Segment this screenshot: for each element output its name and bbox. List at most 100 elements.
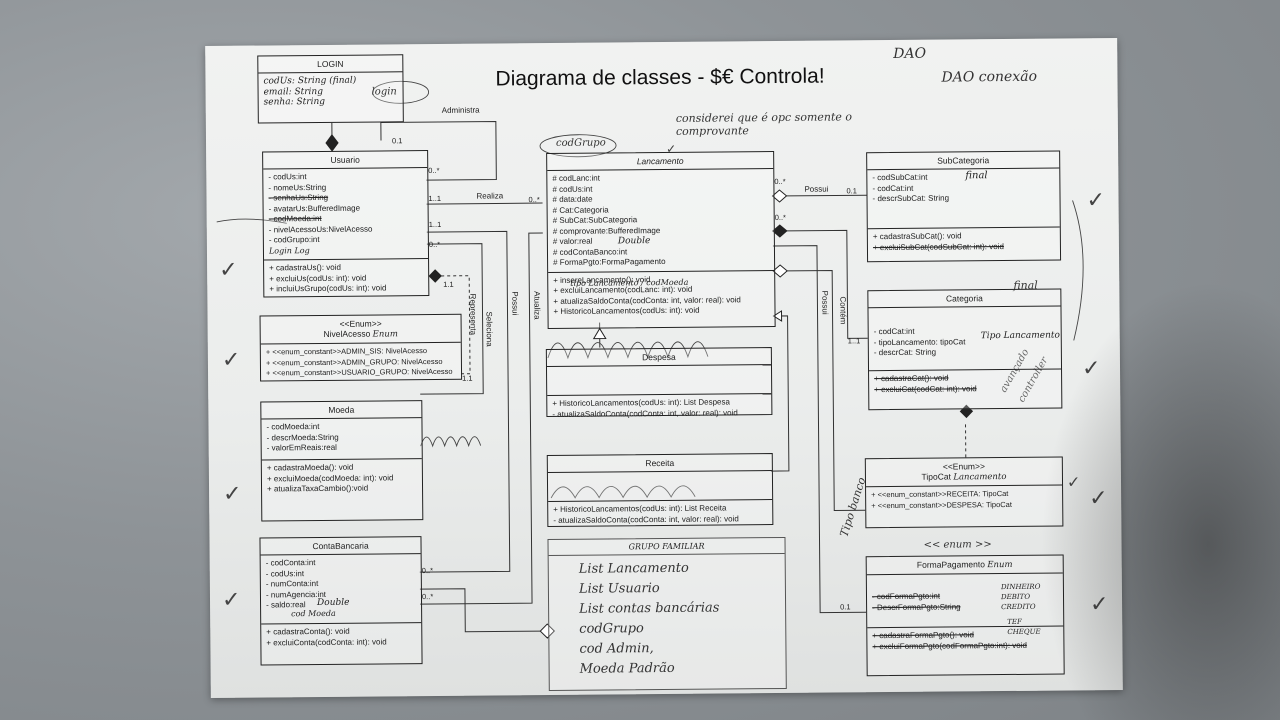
rel-possui-subcat: Possui xyxy=(804,184,829,194)
grupo-line xyxy=(419,588,541,633)
login-diamond xyxy=(325,134,339,152)
conta-hand: Double xyxy=(316,597,350,609)
note-consider: considerei que é opc somente o comprovan… xyxy=(675,110,853,138)
contem-line xyxy=(772,229,868,339)
forma-hand-val: TEF xyxy=(1007,617,1022,627)
rel-representa: Representa xyxy=(468,293,478,336)
mult: 0.1 xyxy=(840,602,851,612)
login-hand: login xyxy=(371,86,397,98)
realiza-line xyxy=(426,202,543,205)
class-login-name: LOGIN xyxy=(258,55,403,74)
class-despesa: Despesa + HistoricoLancamentos(codUs: in… xyxy=(545,347,773,419)
check-mark: ✓ xyxy=(1086,188,1106,214)
mult: 0..* xyxy=(428,165,440,176)
conta-hand2: cod Moeda xyxy=(291,608,336,619)
check-mark: ✓ xyxy=(1066,472,1081,492)
usuario-hand-extra: Login Log xyxy=(268,245,310,255)
mult: 1.1 xyxy=(443,279,454,289)
forma-hand-val: DEBITO xyxy=(1000,592,1031,602)
check-mark: ✓ xyxy=(666,141,677,156)
check-mark: ✓ xyxy=(1089,486,1108,512)
class-categoria-name: Categoria xyxy=(868,289,1061,309)
forma-hand-val: CREDITO xyxy=(1001,602,1036,612)
moeda-method: + atualizaTaxaCambio():void xyxy=(267,483,369,494)
possui-subcat-line xyxy=(772,194,867,197)
moeda-link-line xyxy=(420,243,484,395)
right-bracket xyxy=(1072,200,1084,341)
categoria-method: + excluiCat(codCat: int): void xyxy=(874,383,977,394)
nivel-hand: Enum xyxy=(372,329,398,340)
subcat-diamond xyxy=(771,189,788,203)
class-subcategoria: SubCategoria - codSubCat:int - codCat:in… xyxy=(866,150,1062,263)
class-lancamento-name: Lancamento xyxy=(547,152,774,172)
class-conta-name: ContaBancaria xyxy=(260,537,421,556)
atualiza-line xyxy=(420,232,543,605)
scribble-despesa xyxy=(547,341,709,360)
login-circle xyxy=(372,80,430,104)
class-formapagamento: FormaPagamento Enum - codFormaPgto:int -… xyxy=(865,554,1065,677)
rel-contem: Contém xyxy=(838,296,848,325)
note-dao-conexao: DAO conexão xyxy=(941,68,1038,86)
despesa-method: - atualizaSaldoConta(codConta: int, valo… xyxy=(552,407,738,419)
check-mark: ✓ xyxy=(1081,356,1101,382)
tipocat-diamond xyxy=(959,404,974,419)
subcat-method: + excluiSubCat(codSubCat: int): void xyxy=(872,241,1004,252)
mult: 1..1 xyxy=(847,336,861,346)
subcat-hand: final xyxy=(965,170,988,182)
mult: 0..* xyxy=(421,592,434,602)
check-mark: ✓ xyxy=(222,481,242,507)
class-lancamento: Lancamento # codLanc:int # codUs:int # d… xyxy=(546,151,776,330)
rel-administra: Administra xyxy=(441,105,480,115)
mult: 0..* xyxy=(428,239,441,250)
grupo-item: codGrupo xyxy=(579,621,644,637)
forma-method: + excluiFormaPgto(codFormaPgto:int): voi… xyxy=(872,640,1027,651)
categoria-diamond xyxy=(772,224,788,238)
administra-line xyxy=(380,120,497,181)
tipocat-hand: Lancamento xyxy=(953,472,1007,483)
grupo-item: List Usuario xyxy=(578,581,660,597)
class-subcat-name: SubCategoria xyxy=(867,151,1060,171)
tipocat-value: + <<enum_constant>>DESPESA: TipoCat xyxy=(871,499,1012,510)
codmoeda-strike xyxy=(216,218,287,224)
rel-seleciona: Seleciona xyxy=(484,311,494,347)
mult: 1..1 xyxy=(428,219,442,230)
lanc-method: + HistoricoLancamentos(codUs: int): void xyxy=(553,305,700,316)
class-usuario: Usuario - codUs:int - nomeUs:String - se… xyxy=(262,150,430,298)
class-despesa-name: Despesa xyxy=(546,348,771,368)
grupo-item: List Lancamento xyxy=(578,560,689,577)
mult: 0..* xyxy=(528,195,540,205)
note-enum-tag: << enum >> xyxy=(923,539,992,551)
check-mark: ✓ xyxy=(1089,592,1109,618)
tipocat-stereotype: <<Enum>> xyxy=(942,461,985,472)
conta-method: + excluiConta(codConta: int): void xyxy=(266,636,387,647)
lanc-hand-tipo: tipo Lancamento / codMoeda xyxy=(570,277,689,288)
note-dao: DAO xyxy=(893,45,927,62)
mult: 0..* xyxy=(421,566,434,576)
class-categoria: Categoria - codCat:int - tipoLancamento:… xyxy=(867,288,1063,411)
forma-hand-val: CHEQUE xyxy=(1007,627,1041,637)
class-moeda-name: Moeda xyxy=(261,401,422,420)
receita-triangle xyxy=(772,310,783,322)
class-usuario-name: Usuario xyxy=(263,151,428,170)
forma-diamond xyxy=(772,264,788,278)
codgrupo-circle xyxy=(539,134,617,158)
receita-generalization xyxy=(770,315,790,472)
moeda-attr: - valorEmReais:real xyxy=(266,442,337,453)
diagram-sheet: Diagrama de classes - $€ Controla! DAO D… xyxy=(205,38,1123,698)
rel-atualiza: Atualiza xyxy=(532,291,542,320)
grupo-diamond xyxy=(539,623,555,639)
class-nivelacesso-name: NivelAcesso xyxy=(323,328,371,339)
lanc-attr: # FormaPgto:FormaPagamento xyxy=(553,256,666,267)
forma-hand: Enum xyxy=(987,559,1013,571)
grupo-item: cod Admin, xyxy=(579,641,654,657)
class-grupo-familiar: GRUPO FAMILIAR List Lancamento List Usua… xyxy=(547,536,787,692)
scribble-receita xyxy=(550,485,696,499)
class-forma-name: FormaPagamento xyxy=(916,559,985,570)
diagram-title: Diagrama de classes - $€ Controla! xyxy=(495,64,825,91)
usuario-method: + incluiUsGrupo(codUs: int): void xyxy=(269,283,387,294)
possui-conta-line xyxy=(419,230,511,573)
note-codgrupo: codGrupo xyxy=(555,137,606,149)
mult: 0..* xyxy=(774,212,786,223)
rel-possui-conta: Possui xyxy=(510,291,520,316)
check-mark: ✓ xyxy=(221,347,241,373)
